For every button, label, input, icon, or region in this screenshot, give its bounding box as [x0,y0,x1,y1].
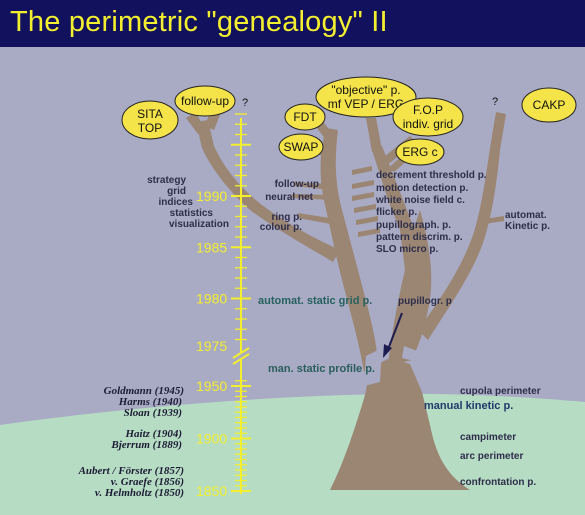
timeline-break-1 [232,347,250,359]
tree [186,106,506,490]
timeline-year-1990: 1990 [196,188,227,204]
label-strategy: strategy [147,175,186,186]
label-indices: indices [159,197,194,208]
label-neural-net: neural net [265,192,313,203]
label-arc: arc perimeter [460,451,523,462]
bubble-objective[interactable]: "objective" p. mf VEP / ERG [315,76,417,118]
mid-labels: automat. static grid p. pupillogr. p man… [258,295,513,412]
tree-branch-r6 [358,228,380,237]
bubble-fdt-text: FDT [293,110,317,124]
label-visualization: visualization [169,219,229,230]
tree-branch-r4 [354,204,376,213]
slide-title: The perimetric "genealogy" II [10,6,388,38]
trunk-notch-right [402,346,420,362]
bubble-swap-text: SWAP [284,140,319,154]
bubble-top-text: TOP [138,121,162,135]
tree-branch-neural [292,194,332,200]
label-colour: colour p. [260,222,302,233]
history-labels: Goldmann (1945) Harms (1940) Sloan (1939… [78,385,184,499]
trunk-notch [364,348,382,386]
bubble-follow-up-text: follow-up [181,94,229,108]
bubble-sita-text: SITA [137,107,163,121]
label-haitz: Haitz (1904) [124,428,182,440]
bubble-indiv-grid-text: indiv. grid [403,117,453,131]
label-follow-up: follow-up [275,179,319,190]
root-labels: cupola perimeter campimeter arc perimete… [460,386,541,488]
label-automat-static: automat. static grid p. [258,295,372,307]
bubble-fdt[interactable]: FDT [284,103,326,131]
tree-left-twig [186,112,205,134]
bubble-follow-up[interactable]: follow-up [174,85,236,117]
bubble-objective-text: "objective" p. [331,83,400,97]
bubble-fop[interactable]: F.O.P indiv. grid [392,97,464,137]
label-man-static: man. static profile p. [268,363,375,375]
timeline-year-1850: 1850 [196,483,227,499]
label-ring: ring p. [271,212,302,223]
label-pupillograph: pupillograph. p. [376,220,451,231]
timeline-year-1950: 1950 [196,378,227,394]
pupillogr-arrow [383,312,403,358]
bubbles: SITA TOP follow-up FDT "objective" p. mf… [121,76,577,166]
bubble-erg-text: ERG c [402,145,437,159]
label-sloan: Sloan (1939) [124,407,182,419]
left-labels: strategy grid indices statistics visuali… [147,175,229,230]
question-mark-right: ? [492,96,498,108]
timeline-year-1985: 1985 [196,239,227,255]
tree-right-branch [418,112,506,340]
tree-left-limb [320,128,378,372]
label-goldmann: Goldmann (1945) [104,385,184,397]
branch-labels: follow-up neural net ring p. colour p. a… [260,179,550,233]
label-v-graefe: v. Graefe (1856) [111,476,184,488]
timeline-year-1980: 1980 [196,291,227,307]
label-flicker: flicker p. [376,207,417,218]
label-v-helmholtz: v. Helmholtz (1850) [95,487,184,499]
label-decrement-threshold: decrement threshold p. [376,170,487,181]
label-confrontation: confrontation p. [460,477,536,488]
tree-right-limb [372,146,432,366]
label-bjerrum: Bjerrum (1889) [110,439,182,451]
label-slo-micro: SLO micro p. [376,244,438,255]
tree-branch-followup [295,182,330,190]
timeline-break-2 [232,353,250,365]
bubble-ckap-text: CAKP [533,98,566,112]
label-pupillogr: pupillogr. p [398,296,452,307]
tree-branch-r3 [352,192,374,201]
right-branch-labels: decrement threshold p. motion detection … [375,170,487,255]
bubble-sita-top[interactable]: SITA TOP [121,100,179,140]
bubble-fop-text: F.O.P [413,103,443,117]
label-white-noise: white noise field c. [375,195,465,206]
tree-branch-kinetic [478,216,504,225]
label-aubert-forster: Aubert / Förster (1857) [78,465,184,477]
timeline: 1990 1985 1980 1975 1950 1900 1850 [196,113,251,499]
bubble-swap[interactable]: SWAP [278,133,324,161]
bubble-ckap[interactable]: CAKP [521,87,577,123]
tree-trunk-base [330,358,470,490]
label-kinetic: Kinetic p. [505,221,550,232]
timeline-year-1900: 1900 [196,431,227,447]
label-statistics: statistics [170,208,214,219]
timeline-year-1975: 1975 [196,338,227,354]
label-motion-detection: motion detection p. [376,183,468,194]
tree-branch-r5 [356,216,378,225]
label-automat: automat. [505,210,547,221]
question-mark-left: ? [242,97,248,109]
tree-branch-r1 [352,166,372,175]
label-pattern-discrim: pattern discrim. p. [376,232,463,243]
tree-branch-objective [366,118,382,152]
label-campimeter: campimeter [460,432,516,443]
label-manual-kinetic: manual kinetic p. [424,400,513,412]
label-grid: grid [167,186,186,197]
tree-branch-ring [298,213,336,225]
bubble-erg-c[interactable]: ERG c [395,138,445,166]
tree-branch-r2 [352,180,374,189]
label-cupola: cupola perimeter [460,386,541,397]
title-bar: The perimetric "genealogy" II [0,0,585,47]
bubble-mfvep-text: mf VEP / ERG [328,97,404,111]
tree-left-branch [196,120,340,262]
label-harms: Harms (1940) [118,396,182,408]
